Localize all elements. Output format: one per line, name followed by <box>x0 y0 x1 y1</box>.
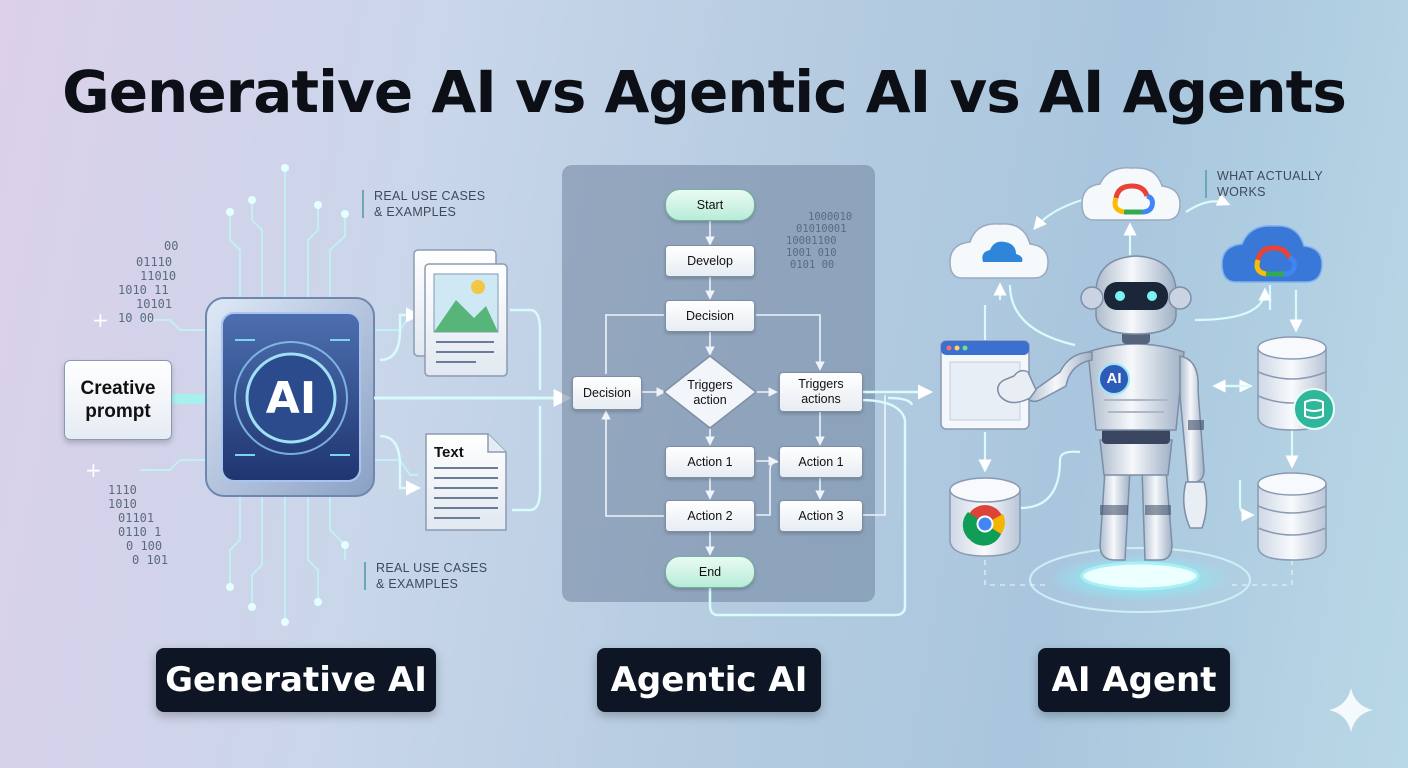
plus-sparkle: + <box>85 458 102 482</box>
hologram-pad <box>1029 547 1251 613</box>
image-document-icon <box>413 249 508 377</box>
flow-end[interactable]: End <box>665 556 755 588</box>
flow-triggers-actions[interactable]: Triggers actions <box>779 372 863 412</box>
flow-develop[interactable]: Develop <box>665 245 755 277</box>
note-use-cases-top: REAL USE CASES & EXAMPLES <box>362 188 486 220</box>
agent-dashed-lines <box>984 560 1293 586</box>
note-bar <box>364 562 366 590</box>
database-icon <box>1257 472 1327 561</box>
svg-text:00: 00 <box>164 239 178 253</box>
chrome-icon <box>949 477 1021 557</box>
chip-output-lines <box>374 307 545 512</box>
note-what-works: WHAT ACTUALLY WORKS <box>1205 168 1324 200</box>
creative-prompt-card[interactable]: Creative prompt <box>64 360 172 440</box>
google-cloud-icon <box>1081 167 1181 221</box>
note-line: & EXAMPLES <box>376 577 459 591</box>
pill-agentic-ai: Agentic AI <box>597 648 821 712</box>
sparkle-icon <box>1329 688 1373 732</box>
svg-text:01101: 01101 <box>118 511 154 525</box>
ai-chip-icon <box>205 297 375 497</box>
database-icon <box>1257 336 1335 431</box>
page-title: Generative AI vs Agentic AI vs AI Agents <box>62 58 1347 126</box>
note-bar <box>1205 170 1207 198</box>
cloud-icon <box>949 223 1049 279</box>
svg-text:0101 00: 0101 00 <box>790 259 834 271</box>
agent-connection-lines <box>978 193 1303 522</box>
robot-badge-label: AI <box>1106 370 1122 387</box>
flow-decision-top[interactable]: Decision <box>665 300 755 332</box>
svg-text:1000010: 1000010 <box>808 211 852 223</box>
diamond-line: Triggers <box>687 378 733 392</box>
note-line: REAL USE CASES <box>374 189 486 203</box>
note-line: & EXAMPLES <box>374 205 457 219</box>
svg-text:01110: 01110 <box>136 255 172 269</box>
ai-chip-label: AI <box>265 373 317 424</box>
svg-text:1001 010: 1001 010 <box>786 247 837 259</box>
note-bar <box>362 190 364 218</box>
flow-action1-left[interactable]: Action 1 <box>665 446 755 478</box>
note-use-cases-bottom: REAL USE CASES & EXAMPLES <box>364 560 488 592</box>
pill-ai-agent: AI Agent <box>1038 648 1230 712</box>
flowchart-connectors <box>601 218 886 556</box>
plus-sparkle: + <box>92 308 109 332</box>
robot-icon <box>997 255 1208 561</box>
browser-window-icon <box>940 340 1030 430</box>
pill-generative-ai: Generative AI <box>156 648 436 712</box>
note-line: WORKS <box>1217 185 1266 199</box>
circuit-nodes <box>226 164 349 626</box>
triggers-line: Triggers <box>798 377 844 391</box>
note-line: WHAT ACTUALLY <box>1217 169 1324 183</box>
flow-action1-right[interactable]: Action 1 <box>779 446 863 478</box>
text-document-label: Text <box>434 444 464 461</box>
svg-text:1110: 1110 <box>108 483 137 497</box>
decision-diamond <box>662 355 758 429</box>
svg-text:10 00: 10 00 <box>118 311 154 325</box>
flow-decision-left[interactable]: Decision <box>572 376 642 410</box>
note-line: REAL USE CASES <box>376 561 488 575</box>
google-cloud-icon <box>1221 225 1323 283</box>
flow-start[interactable]: Start <box>665 189 755 221</box>
svg-text:10101: 10101 <box>136 297 172 311</box>
svg-text:01010001: 01010001 <box>796 223 847 235</box>
flow-action3[interactable]: Action 3 <box>779 500 863 532</box>
svg-text:0 101: 0 101 <box>132 553 168 567</box>
svg-text:0110 1: 0110 1 <box>118 525 161 539</box>
agentic-to-agent-arrows <box>708 384 933 617</box>
creative-prompt-label: Creative prompt <box>80 378 156 422</box>
triggers-line: actions <box>801 392 841 406</box>
circuit-traces <box>140 170 418 620</box>
svg-text:1010: 1010 <box>108 497 137 511</box>
text-document-icon <box>425 433 507 531</box>
svg-text:11010: 11010 <box>140 269 176 283</box>
svg-text:0 100: 0 100 <box>126 539 162 553</box>
diamond-line: action <box>693 393 727 407</box>
flow-action2[interactable]: Action 2 <box>665 500 755 532</box>
svg-text:10001100: 10001100 <box>786 235 837 247</box>
svg-text:1010 11: 1010 11 <box>118 283 169 297</box>
flow-diamond-label: Triggers action <box>672 378 748 408</box>
